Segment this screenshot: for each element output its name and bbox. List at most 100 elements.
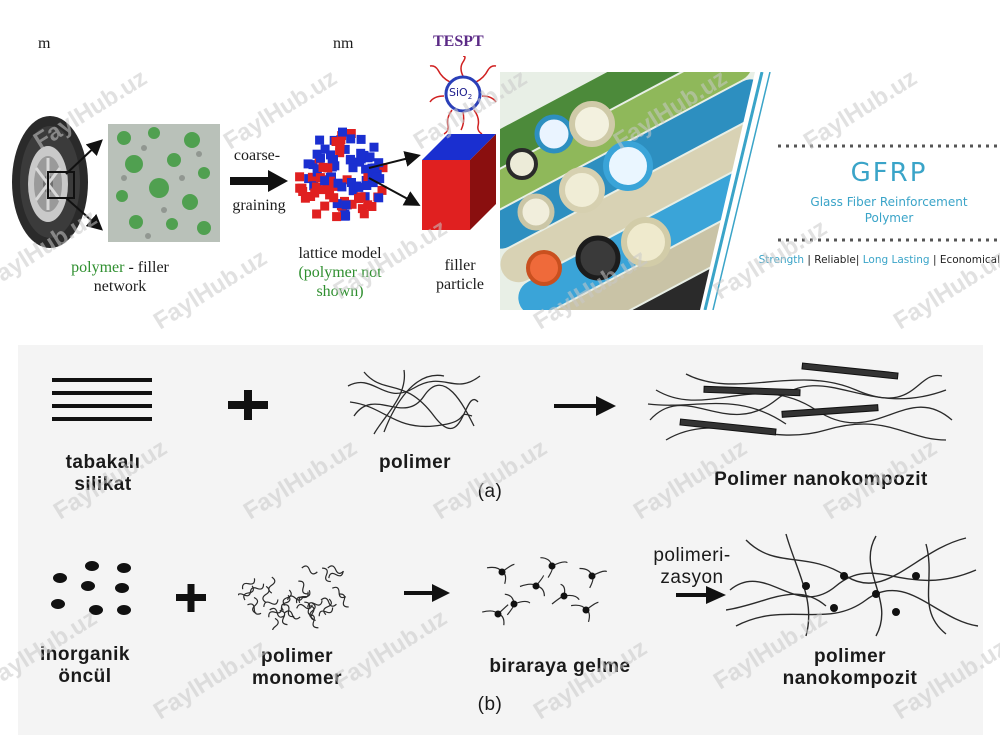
caption-b: (b)	[477, 694, 503, 715]
monomer-label-line1: polimer	[260, 646, 334, 667]
monomer-squiggle	[284, 610, 301, 620]
monomer-squiggle	[322, 567, 331, 583]
tire-icon	[12, 116, 88, 248]
lattice-cube	[370, 163, 380, 173]
lattice-cube	[312, 149, 322, 159]
layered-silicate-icon	[52, 378, 152, 421]
assembly-dot	[510, 600, 518, 608]
lattice-cube	[329, 155, 338, 164]
lattice-cube	[312, 209, 322, 219]
monomer-cluster-icon	[238, 565, 349, 630]
monomer-squiggle	[320, 597, 337, 607]
nanocomposite-chain	[735, 589, 979, 627]
gfrp-subtitle-line1: Glass Fiber Reinforcement	[810, 195, 968, 209]
zoom-arrows	[65, 139, 103, 231]
lattice-cube	[325, 176, 335, 186]
monomer-squiggle	[252, 596, 259, 614]
layered-silicate-label: tabakalı silikat	[38, 452, 168, 496]
lattice-cube	[363, 200, 373, 210]
monomer-squiggle	[243, 585, 254, 601]
lattice-cube	[356, 134, 366, 144]
lattice-cube	[329, 193, 339, 203]
coarse-arrow	[230, 170, 288, 192]
lattice-label: lattice model (polymer not shown)	[270, 244, 410, 301]
nanocomposite-chain	[729, 569, 977, 598]
lattice-label-line2: (polymer not	[298, 264, 382, 281]
nanocomposite-particle	[892, 608, 900, 616]
lattice-cube	[346, 154, 355, 164]
polymerization-label: polimeri- zasyon	[632, 545, 752, 589]
polymerization-line1: polimeri-	[653, 545, 731, 566]
gfrp-dotted-line-bottom	[778, 238, 1000, 242]
lattice-cube	[347, 178, 356, 187]
gfrp-tag-strength: Strength	[758, 254, 805, 266]
lattice-cube	[374, 193, 384, 203]
lattice-cube	[312, 167, 322, 177]
lattice-cube	[359, 209, 369, 219]
sio2-label: SiO2	[449, 86, 472, 101]
lattice-cube	[346, 134, 356, 144]
sio2-subscript: 2	[467, 93, 473, 102]
assembly-dot	[560, 592, 568, 600]
lattice-cube	[365, 152, 375, 162]
lattice-cube	[340, 144, 350, 154]
lattice-cube	[315, 135, 325, 145]
lattice-cube	[295, 172, 305, 182]
filler-label: filler particle	[430, 256, 490, 294]
filler-label-line2: particle	[436, 276, 484, 293]
nanocomposite-label-b: polimer nanokompozit	[760, 646, 940, 690]
lattice-cube	[323, 163, 333, 173]
lattice-cube	[320, 144, 330, 154]
lattice-cube	[347, 199, 357, 209]
scale-label-nm: nm	[333, 35, 354, 52]
polymerization-line2: zasyon	[660, 567, 724, 588]
caption-a: (a)	[477, 481, 503, 502]
lattice-cube	[357, 204, 367, 214]
monomer-squiggle	[279, 610, 288, 626]
reaction-arrow-b1	[404, 584, 450, 602]
monomer-squiggle	[272, 617, 279, 630]
network-label: polymer - filler network	[60, 258, 180, 296]
monomer-squiggle	[262, 585, 270, 603]
lattice-cube	[310, 188, 320, 198]
gfrp-title: GFRP	[850, 158, 928, 188]
scale-label-m: m	[38, 35, 51, 52]
monomer-label-line2: monomer	[251, 668, 343, 689]
plus-icon-b	[176, 584, 206, 612]
gfrp-tag-economical: | Economical	[932, 254, 1000, 266]
lattice-cube	[356, 154, 366, 164]
lattice-cube	[322, 184, 332, 194]
nanocomposite-particle	[840, 572, 848, 580]
monomer-squiggle	[339, 593, 349, 608]
layered-silicate-line1: tabakalı	[65, 452, 141, 473]
lattice-cube	[337, 182, 347, 192]
sio2-text: SiO	[449, 86, 468, 99]
polymer-label-a: polimer	[378, 452, 452, 473]
network-label-green: polymer	[71, 259, 125, 276]
tespt-label: TESPT	[433, 33, 484, 50]
lattice-cube	[348, 163, 358, 173]
lattice-cube	[307, 172, 317, 182]
nanocomposite-chain	[869, 535, 883, 637]
assembly-dot	[582, 606, 590, 614]
layered-silicate-line2: silikat	[74, 474, 132, 495]
gfrp-tagline: Strength | Reliable| Long Lasting | Econ…	[752, 254, 1000, 266]
monomer-squiggle	[263, 599, 279, 607]
polymer-chains-icon	[347, 369, 481, 435]
monomer-squiggle	[249, 583, 265, 594]
lattice-cube	[369, 142, 379, 152]
lattice-cube	[378, 163, 388, 173]
nanocomposite-chain	[745, 537, 967, 584]
gfrp-subtitle: Glass Fiber Reinforcement Polymer	[778, 194, 1000, 226]
assembly-dot	[588, 572, 596, 580]
lattice-cube	[377, 185, 387, 195]
lattice-cube	[341, 200, 351, 210]
monomer-squiggle	[328, 570, 344, 579]
reaction-arrow-b2	[676, 586, 726, 604]
assembly-icon	[482, 557, 608, 626]
gfrp-tag-long-lasting: Long Lasting	[862, 254, 930, 266]
assembly-dot	[494, 610, 502, 618]
reaction-arrow-a	[554, 396, 616, 416]
gfrp-tag-reliable: | Reliable|	[807, 254, 860, 266]
lattice-cube	[317, 185, 327, 195]
